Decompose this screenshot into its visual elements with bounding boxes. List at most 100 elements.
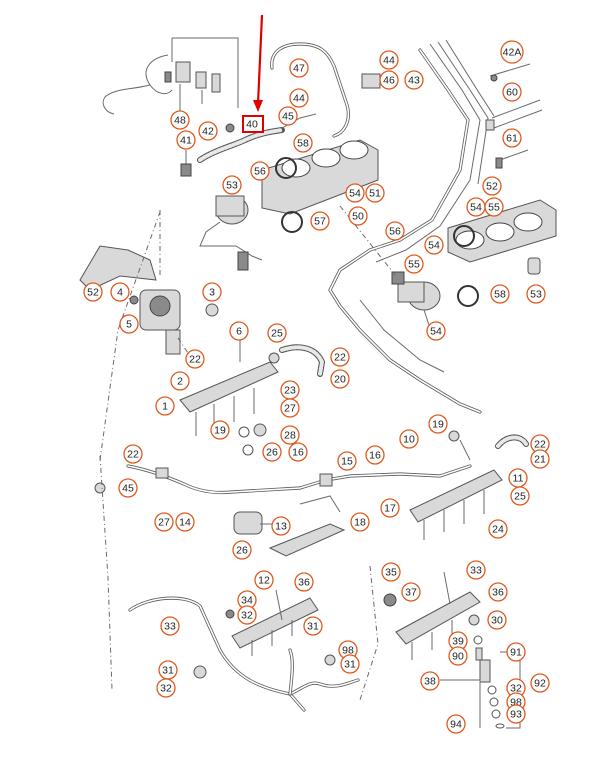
callout-58: 58 — [490, 284, 510, 304]
callout-10: 10 — [399, 429, 419, 449]
callout-label: 4 — [117, 287, 123, 299]
callout-22: 22 — [123, 444, 143, 464]
callout-37: 37 — [401, 582, 421, 602]
callout-label: 16 — [369, 450, 381, 462]
callout-label: 42A — [503, 47, 522, 59]
callout-55: 55 — [484, 197, 504, 217]
wiring-bracket-group — [102, 37, 239, 115]
callout-56: 56 — [250, 161, 270, 181]
injector-stack — [440, 635, 521, 729]
callout-25: 25 — [267, 323, 287, 343]
fuel-rail-left — [179, 340, 326, 456]
callout-57: 57 — [310, 211, 330, 231]
callout-42a: 42A — [500, 40, 524, 64]
callout-31: 31 — [158, 660, 178, 680]
intake-manifold-left — [261, 139, 379, 233]
callout-label: 15 — [341, 456, 353, 468]
callout-label: 43 — [408, 75, 420, 87]
callout-label: 54 — [428, 240, 440, 252]
callout-27: 27 — [280, 398, 300, 418]
callout-label: 31 — [344, 659, 356, 671]
callout-label: 52 — [87, 287, 99, 299]
callout-label: 60 — [506, 87, 518, 99]
callout-label: 31 — [162, 665, 174, 677]
callout-51: 51 — [365, 183, 385, 203]
callout-11: 11 — [508, 468, 528, 488]
callout-90: 90 — [448, 646, 468, 666]
callout-label: 54 — [430, 326, 442, 338]
callout-label: 31 — [307, 621, 319, 633]
callout-label: 22 — [334, 352, 346, 364]
callout-61: 61 — [502, 128, 522, 148]
callout-31: 31 — [303, 616, 323, 636]
callout-label: 2 — [177, 376, 183, 388]
callout-32: 32 — [156, 678, 176, 698]
callout-20: 20 — [330, 369, 350, 389]
callout-label: 22 — [127, 449, 139, 461]
callout-label: 19 — [432, 419, 444, 431]
callout-6: 6 — [229, 321, 249, 341]
callout-91: 91 — [506, 642, 526, 662]
callout-45: 45 — [278, 106, 298, 126]
callout-label: 58 — [297, 138, 309, 150]
callout-label: 56 — [389, 226, 401, 238]
callout-label: 53 — [530, 289, 542, 301]
callout-40: 40 — [246, 119, 258, 131]
callout-label: 61 — [506, 133, 518, 145]
highlight-box-40 — [242, 115, 264, 133]
callout-label: 1 — [162, 401, 168, 413]
highlight-arrow — [253, 14, 264, 112]
callout-35: 35 — [381, 562, 401, 582]
callout-15: 15 — [337, 451, 357, 471]
callout-label: 12 — [258, 575, 270, 587]
callout-label: 54 — [349, 188, 361, 200]
fuel-pump-53 — [199, 195, 263, 271]
callout-label: 37 — [405, 587, 417, 599]
callout-label: 50 — [352, 211, 364, 223]
callout-12: 12 — [254, 570, 274, 590]
callout-92: 92 — [530, 673, 550, 693]
callout-45: 45 — [118, 478, 138, 498]
callout-label: 41 — [180, 135, 192, 147]
callout-33: 33 — [160, 616, 180, 636]
callout-56: 56 — [385, 221, 405, 241]
callout-44: 44 — [379, 50, 399, 70]
callout-label: 46 — [383, 75, 395, 87]
upper-hose — [270, 42, 381, 138]
top-right-small-parts — [485, 63, 543, 169]
callout-26: 26 — [232, 540, 252, 560]
callout-25: 25 — [510, 486, 530, 506]
callout-54: 54 — [466, 197, 486, 217]
callout-16: 16 — [365, 445, 385, 465]
callout-label: 33 — [470, 565, 482, 577]
callout-label: 98 — [510, 697, 522, 709]
callout-label: 27 — [284, 403, 296, 415]
callout-31: 31 — [340, 654, 360, 674]
callout-label: 45 — [122, 483, 134, 495]
callout-label: 90 — [452, 651, 464, 663]
callout-label: 56 — [254, 166, 266, 178]
callout-58: 58 — [293, 133, 313, 153]
callout-label: 17 — [384, 503, 396, 515]
callout-38: 38 — [420, 671, 440, 691]
callout-24: 24 — [488, 519, 508, 539]
callout-48: 48 — [170, 110, 190, 130]
callout-label: 23 — [284, 385, 296, 397]
callout-label: 94 — [450, 719, 462, 731]
callout-label: 93 — [510, 709, 522, 721]
fuel-rail-right — [409, 430, 529, 540]
callout-33: 33 — [466, 560, 486, 580]
callout-2: 2 — [170, 371, 190, 391]
callout-label: 11 — [513, 473, 524, 485]
callout-54: 54 — [345, 183, 365, 203]
callout-53: 53 — [526, 284, 546, 304]
callout-label: 91 — [510, 647, 522, 659]
callout-23: 23 — [280, 380, 300, 400]
callout-36: 36 — [294, 572, 314, 592]
callout-label: 57 — [314, 216, 326, 228]
callout-label: 30 — [491, 615, 503, 627]
callout-47: 47 — [289, 58, 309, 78]
callout-94: 94 — [446, 714, 466, 734]
callout-52: 52 — [482, 176, 502, 196]
